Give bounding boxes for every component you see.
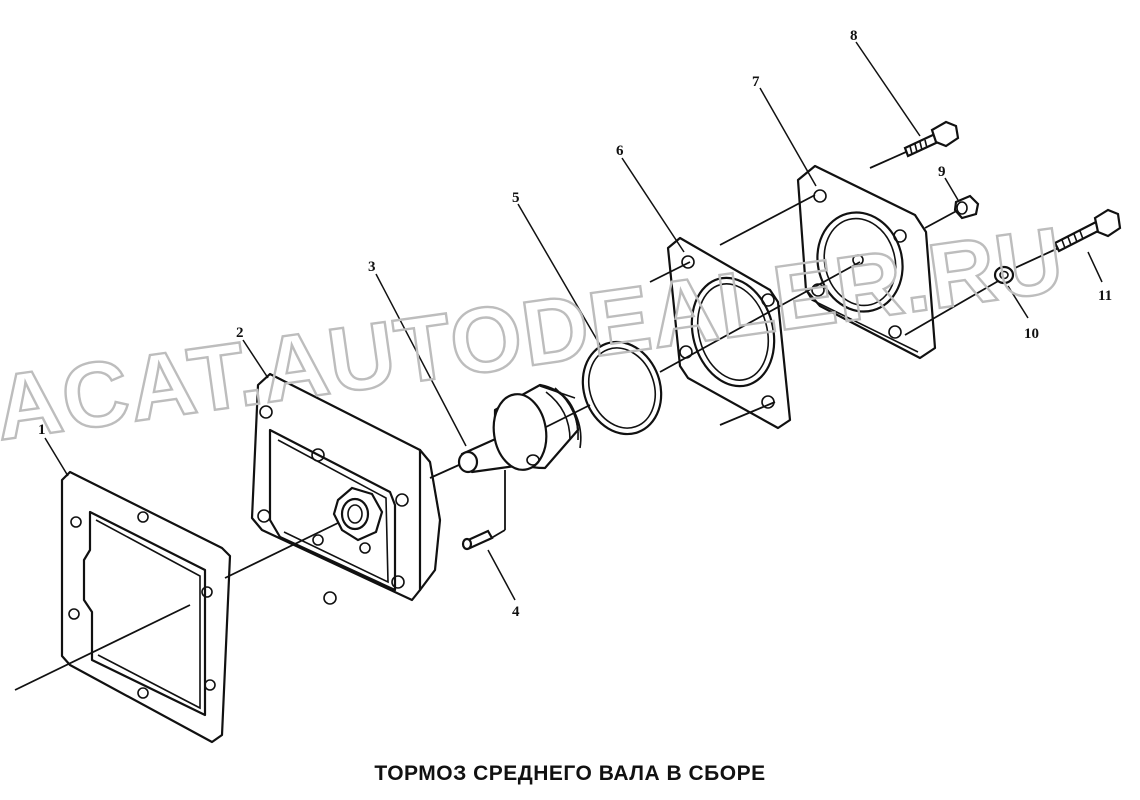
callout-6: 6 bbox=[616, 143, 624, 159]
exploded-view-drawing: 1 2 3 4 5 6 7 8 9 10 11 ACAT.AUTODEALER.… bbox=[0, 28, 1122, 744]
callout-2: 2 bbox=[236, 325, 244, 341]
callout-4: 4 bbox=[512, 604, 520, 620]
bolt-8 bbox=[903, 120, 960, 158]
callout-7: 7 bbox=[752, 74, 760, 90]
callout-5: 5 bbox=[512, 190, 520, 206]
callout-9: 9 bbox=[938, 164, 946, 180]
housing-2 bbox=[250, 372, 442, 605]
callout-1: 1 bbox=[38, 422, 46, 438]
washer-10 bbox=[993, 265, 1015, 285]
plug-9 bbox=[953, 194, 980, 220]
diagram-caption: ТОРМОЗ СРЕДНЕГО ВАЛА В СБОРЕ bbox=[374, 762, 766, 785]
callout-8: 8 bbox=[850, 28, 858, 44]
gasket-1 bbox=[60, 470, 232, 744]
leader-lines bbox=[44, 41, 1103, 601]
callout-numbers: 1 2 3 4 5 6 7 8 9 10 11 bbox=[38, 28, 1112, 620]
callout-3: 3 bbox=[368, 259, 376, 275]
pin-4 bbox=[461, 529, 494, 551]
callout-11: 11 bbox=[1098, 288, 1112, 304]
piston-3 bbox=[457, 383, 582, 474]
callout-10: 10 bbox=[1024, 326, 1039, 342]
cover-7 bbox=[796, 164, 937, 360]
gasket-6 bbox=[666, 236, 792, 430]
bolt-11 bbox=[1053, 208, 1122, 253]
o-ring-5 bbox=[581, 340, 663, 436]
